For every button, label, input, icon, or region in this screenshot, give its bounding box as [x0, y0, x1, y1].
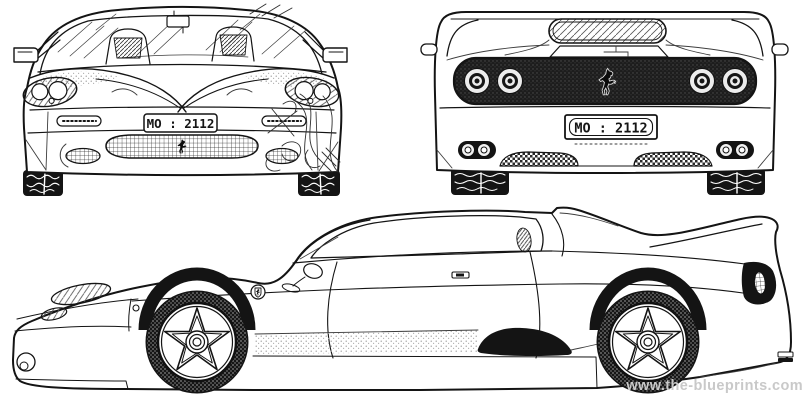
rear-left-mirror	[420, 43, 438, 56]
driver-seat	[105, 28, 151, 65]
front-view-left-tire	[23, 170, 63, 196]
front-grille	[105, 134, 259, 159]
rear-bumper-detail	[699, 351, 794, 378]
ferrari-shield-icon	[250, 284, 266, 300]
left-side-mirror	[13, 31, 61, 63]
door-handle	[451, 271, 470, 279]
rear-view-right-tire	[707, 168, 765, 195]
front-view-right-tire	[298, 170, 340, 196]
rear-license-plate: MO : 2112	[564, 114, 658, 145]
side-marker-light	[132, 304, 140, 312]
door-mirror	[281, 263, 323, 293]
engine-deck-lip	[446, 39, 764, 61]
side-view-drawing	[12, 206, 794, 394]
side-intake	[252, 327, 599, 389]
rear-window	[548, 18, 667, 44]
tail-light-panel	[452, 56, 758, 106]
rear-view-left-tire	[451, 168, 509, 195]
side-headlight-cover	[40, 282, 112, 321]
front-license-plate: MO : 2112	[143, 113, 218, 133]
watermark-text: www.the-blueprints.com	[625, 378, 803, 394]
right-fog-vent	[265, 147, 299, 165]
front-view-drawing: MO : 2112	[13, 3, 348, 196]
passenger-seat	[211, 26, 255, 62]
rear-view-drawing: MO : 2112	[420, 11, 789, 195]
rear-wheel	[596, 290, 700, 394]
tail-lights	[464, 68, 748, 94]
rear-diffuser	[436, 149, 774, 169]
rear-license-plate-text: MO : 2112	[574, 121, 647, 137]
side-taillight	[741, 261, 777, 305]
rearview-mirror	[166, 10, 190, 34]
right-exhaust-cluster	[716, 141, 754, 159]
front-fog-light	[15, 352, 129, 390]
front-wheel-arch	[138, 267, 256, 331]
side-windows	[295, 213, 565, 263]
left-fog-vent	[65, 147, 101, 165]
left-exhaust-cluster	[458, 141, 496, 159]
right-side-mirror	[302, 31, 348, 63]
seat-headrest	[516, 227, 532, 253]
left-headlight	[22, 76, 78, 108]
front-license-plate-text: MO : 2112	[147, 116, 215, 131]
rear-right-mirror	[771, 43, 789, 56]
front-wheel	[145, 290, 249, 394]
rear-wheel-arch	[589, 267, 707, 331]
sketch-scribbles	[249, 3, 341, 173]
